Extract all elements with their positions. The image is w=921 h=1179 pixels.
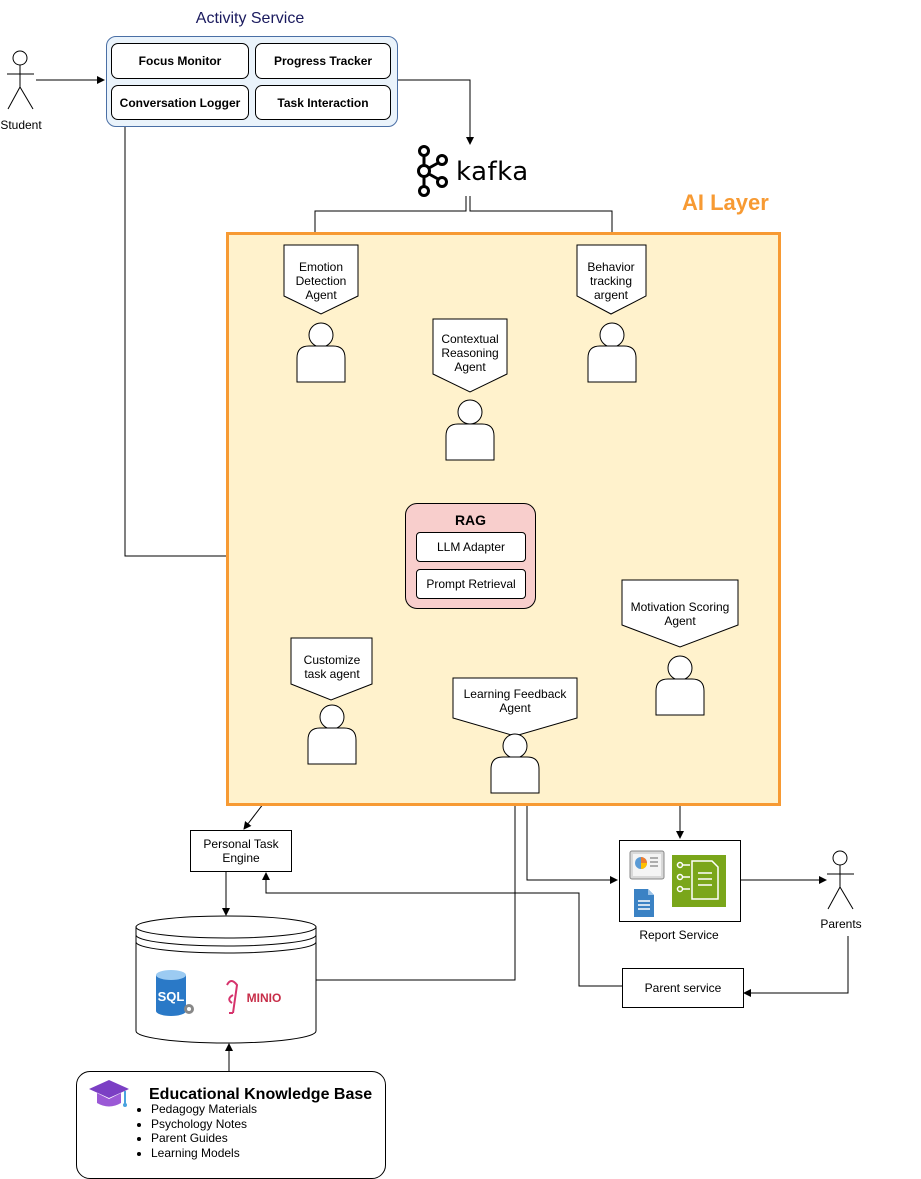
knowledge-base-list: Pedagogy Materials Psychology Notes Pare… — [135, 1102, 257, 1160]
edge-kafka-emotion — [311, 196, 467, 243]
parents-label: Parents — [820, 917, 862, 931]
parents-actor-icon — [827, 850, 854, 910]
contextual-agent-person-icon — [445, 399, 495, 461]
edge-db-feedback — [316, 796, 519, 981]
activity-service-title: Activity Service — [195, 10, 305, 27]
report-service-box — [619, 840, 741, 922]
emotion-agent-label: Emotion Detection Agent — [295, 260, 347, 302]
activity-service-container: Focus Monitor Progress Tracker Conversat… — [106, 36, 398, 127]
knowledge-base-title: Educational Knowledge Base — [149, 1086, 373, 1103]
report-process-icon — [672, 855, 726, 907]
edge-kafka-behavior — [469, 196, 616, 243]
sql-label: SQL — [158, 989, 185, 1004]
student-actor-icon — [7, 50, 34, 110]
kafka-label: kafka — [456, 157, 529, 187]
personal-task-engine-box: Personal Task Engine — [190, 830, 292, 872]
llm-adapter-box: LLM Adapter — [416, 532, 526, 562]
emotion-agent-person-icon — [296, 322, 346, 383]
knowledge-base-item: Parent Guides — [151, 1131, 257, 1146]
edge-parentsvc-engine — [262, 872, 622, 987]
database-cylinder: SQL MINIO — [135, 915, 317, 1044]
rag-title: RAG — [454, 512, 487, 528]
knowledge-base-item: Psychology Notes — [151, 1117, 257, 1132]
feedback-agent-label: Learning Feedback Agent — [463, 687, 567, 715]
minio-label: MINIO — [247, 991, 282, 1005]
behavior-agent-person-icon — [587, 322, 637, 383]
focus-monitor-box: Focus Monitor — [111, 43, 249, 79]
knowledge-base-item: Pedagogy Materials — [151, 1102, 257, 1117]
report-service-label: Report Service — [639, 928, 719, 942]
document-icon — [634, 889, 654, 917]
edge-activity-kafka — [396, 79, 474, 145]
motivation-agent-person-icon — [655, 655, 705, 716]
student-label: Student — [0, 118, 42, 132]
flamingo-icon — [226, 980, 239, 1014]
feedback-agent-person-icon — [490, 733, 540, 794]
report-icons — [629, 850, 726, 917]
feedback-agent-shape — [452, 677, 578, 737]
edge-parents-parentsvc — [743, 936, 849, 997]
motivation-agent-label: Motivation Scoring Agent — [630, 600, 730, 628]
rag-container: RAG LLM Adapter Prompt Retrieval — [405, 503, 536, 609]
customize-agent-shape — [290, 637, 373, 701]
edge-feedback-report — [526, 795, 618, 884]
contextual-agent-label: Contextual Reasoning Agent — [441, 332, 499, 374]
contextual-agent-shape — [432, 318, 508, 393]
customize-agent-label: Customize task agent — [303, 653, 361, 681]
motivation-agent-shape — [621, 579, 739, 648]
sql-database-icon: SQL — [156, 970, 194, 1016]
ai-layer-title: AI Layer — [682, 190, 769, 215]
conversation-logger-box: Conversation Logger — [111, 85, 249, 120]
emotion-agent-shape — [283, 244, 359, 315]
customize-agent-person-icon — [307, 704, 357, 765]
parent-service-box: Parent service — [622, 968, 744, 1008]
progress-tracker-box: Progress Tracker — [255, 43, 391, 79]
knowledge-base-item: Learning Models — [151, 1146, 257, 1161]
kafka-logo-icon — [417, 145, 448, 197]
behavior-agent-shape — [576, 244, 647, 315]
knowledge-base-card: Educational Knowledge Base Pedagogy Mate… — [76, 1071, 386, 1179]
prompt-retrieval-box: Prompt Retrieval — [416, 569, 526, 599]
dashboard-icon — [629, 850, 665, 880]
behavior-agent-label: Behavior tracking argent — [587, 260, 635, 302]
graduation-cap-icon — [89, 1080, 129, 1107]
task-interaction-box: Task Interaction — [255, 85, 391, 120]
